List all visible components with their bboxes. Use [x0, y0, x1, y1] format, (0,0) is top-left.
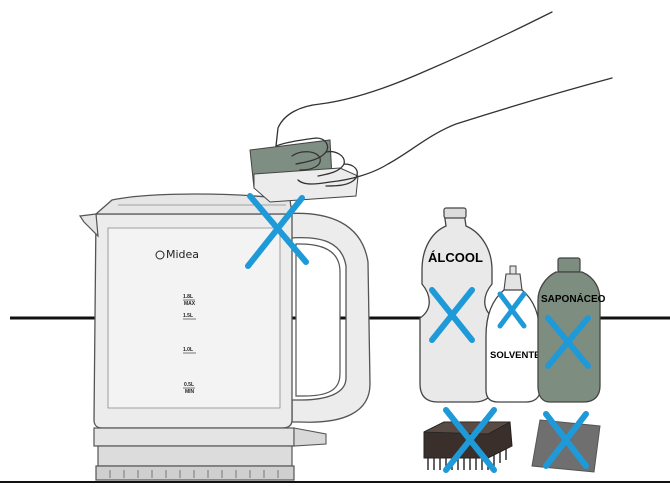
- soap-label: SAPONÁCEO: [541, 292, 606, 305]
- alcohol-bottle-cap: [444, 208, 466, 218]
- kettle-handle-hole: [296, 244, 340, 396]
- kettle: Midea 1.8L MAX 1.5L 1.0L 0.5L MIN: [80, 194, 370, 480]
- abrasive-pad: [532, 414, 600, 472]
- power-base: [98, 446, 292, 466]
- level-mark-min: MIN: [185, 389, 195, 395]
- level-mark-0-5l: 0.5L: [184, 382, 194, 388]
- alcohol-bottle: ÁLCOOL: [420, 208, 494, 402]
- kettle-brand: Midea: [166, 248, 199, 261]
- level-mark-max: MAX: [184, 301, 196, 307]
- pad-shape: [532, 420, 600, 472]
- kettle-spout: [80, 214, 98, 236]
- alcohol-label: ÁLCOOL: [428, 250, 483, 265]
- solvent-bottle: SOLVENTE: [486, 266, 541, 402]
- soap-bottle: SAPONÁCEO: [538, 258, 606, 402]
- hand-with-sponge: [250, 12, 612, 202]
- solvent-nozzle-tip: [510, 266, 516, 274]
- soap-bottle-cap: [558, 258, 580, 272]
- scrub-brush: [424, 410, 512, 470]
- solvent-label: SOLVENTE: [490, 350, 541, 361]
- level-mark-1-8l: 1.8L: [183, 294, 193, 300]
- power-switch: [294, 428, 326, 446]
- level-mark-1-5l: 1.5L: [183, 313, 193, 319]
- level-mark-1-0l: 1.0L: [183, 347, 193, 353]
- kettle-base-ring: [94, 428, 294, 446]
- solvent-nozzle: [504, 274, 522, 290]
